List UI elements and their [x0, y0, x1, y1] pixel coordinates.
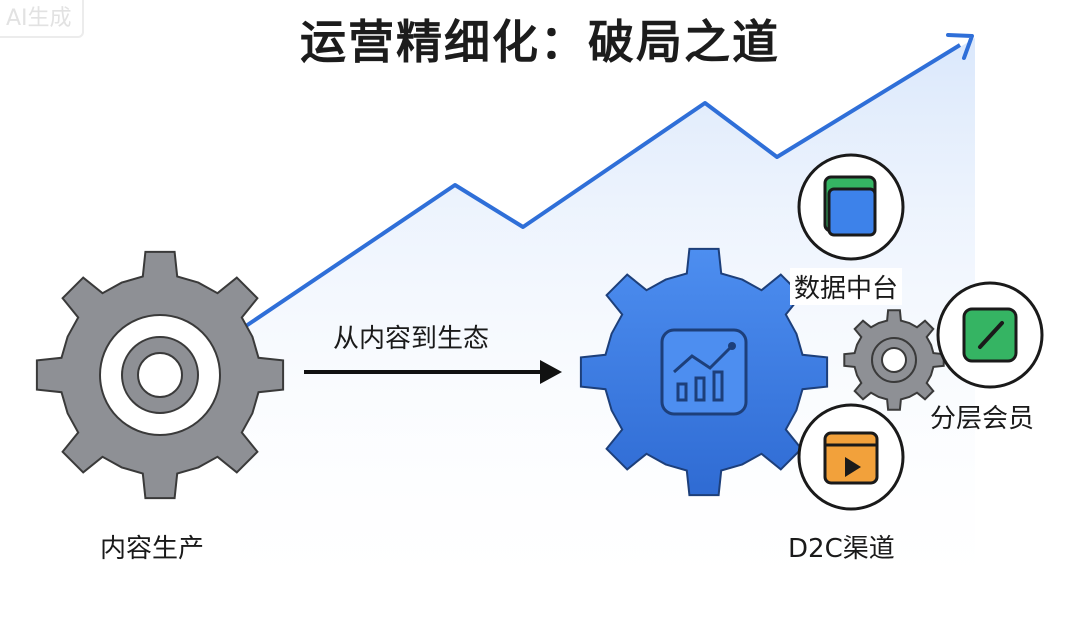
trend-arrowhead: [946, 33, 974, 60]
data-center-label: 数据中台: [790, 268, 903, 305]
trend-line: [238, 43, 962, 332]
membership-node: [936, 281, 1044, 389]
transition-arrowhead: [540, 360, 562, 384]
d2c-icon: [823, 431, 879, 485]
left-gear-label: 内容生产: [100, 534, 205, 564]
d2c-node: [797, 403, 905, 511]
content-production-gear-icon: [35, 250, 285, 500]
ecosystem-gear-icon: [579, 247, 829, 497]
membership-label: 分层会员: [930, 404, 1035, 434]
small-gear-icon: [843, 309, 945, 411]
trend-area: [240, 38, 975, 616]
watermark: AI生成: [0, 0, 84, 38]
arrow-label: 从内容到生态: [333, 324, 490, 354]
d2c-label: D2C渠道: [788, 534, 895, 564]
data-center-node: [797, 153, 905, 261]
page-title: 运营精细化：破局之道: [300, 15, 780, 69]
